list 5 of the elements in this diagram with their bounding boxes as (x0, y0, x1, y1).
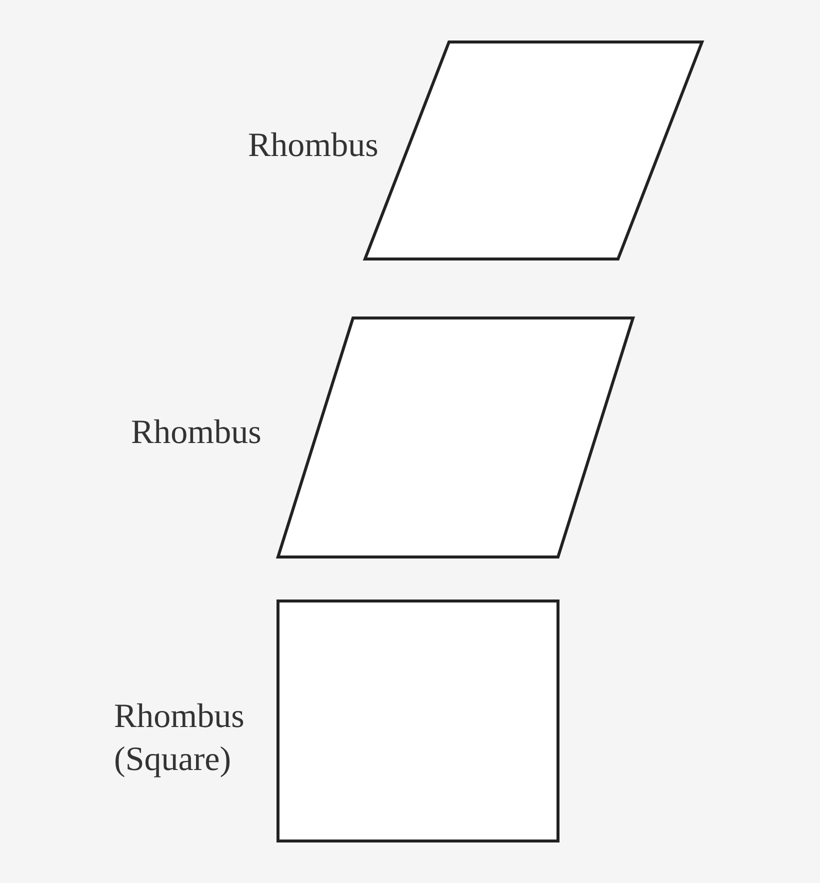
shape-label: Rhombus (131, 413, 262, 453)
shape-label: Rhombus (Square) (114, 697, 246, 780)
parallelogram-shape (277, 317, 634, 558)
shape-label: Rhombus (248, 126, 380, 166)
square-shape (277, 600, 559, 842)
